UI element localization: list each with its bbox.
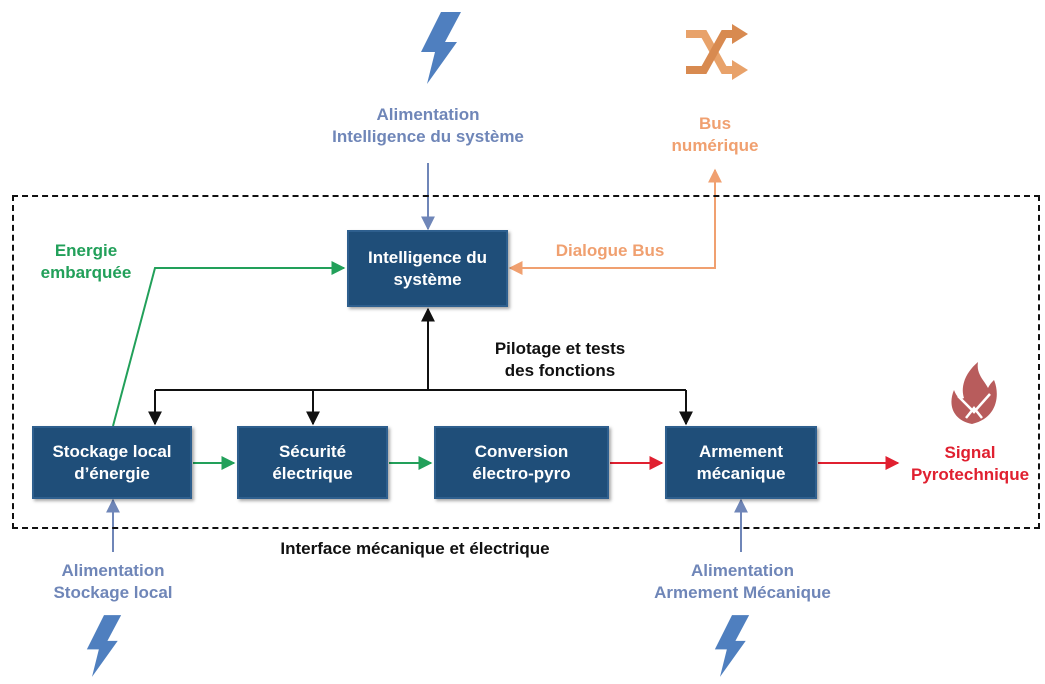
intelligence-box: Intelligence du système: [347, 230, 508, 307]
mechanical-electrical-interface-frame: [12, 195, 1040, 529]
securite-box: Sécurité électrique: [237, 426, 388, 499]
dialogue-bus-label: Dialogue Bus: [555, 241, 665, 260]
energie-embarquee-arrow: [112, 261, 346, 427]
armement-box: Armement mécanique: [665, 426, 817, 499]
interface-label: Interface mécanique et électrique: [280, 539, 550, 558]
shuffle-arrows-icon: [686, 24, 748, 80]
pilotage-label: Pilotage et tests des fonctions: [494, 339, 626, 380]
lightning-bolt-icon: [714, 615, 750, 677]
flame-icon: [951, 362, 997, 424]
conversion-box: Conversion électro-pyro: [434, 426, 609, 499]
alim-stockage-label: Alimentation Stockage local: [53, 561, 173, 602]
alim-intelligence-label: Alimentation Intelligence du système: [332, 105, 524, 146]
lightning-bolt-icon: [421, 12, 461, 84]
dialogue-bus-arrow: [508, 168, 722, 275]
bus-numerique-label: Bus numérique: [671, 114, 759, 155]
stockage-box: Stockage local d’énergie: [32, 426, 192, 499]
alim-armement-label: Alimentation Armement Mécanique: [654, 561, 831, 602]
energie-embarquee-label: Energie embarquée: [40, 241, 132, 282]
signal-pyrotechnique-label: Signal Pyrotechnique: [910, 443, 1030, 484]
lightning-bolt-icon: [86, 615, 122, 677]
